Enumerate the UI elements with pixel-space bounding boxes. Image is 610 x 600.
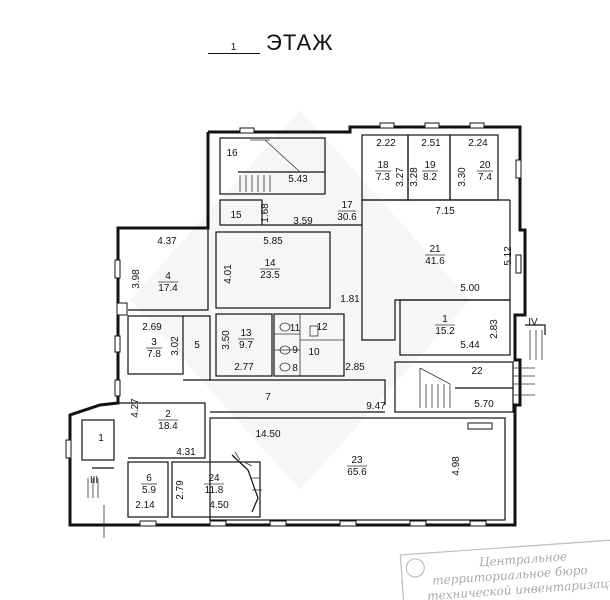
room-area: 15.2 — [435, 326, 455, 337]
dimension: 3.50 — [221, 330, 232, 350]
interior-walls — [81, 134, 514, 521]
room-id: 1 — [442, 314, 448, 325]
floor-number: 1 — [208, 42, 260, 54]
dimension: 3.59 — [293, 216, 313, 227]
dimension: 1.81 — [340, 294, 360, 305]
entrance-markers: IV III — [90, 317, 538, 486]
dimension: 4.37 — [157, 236, 177, 247]
dimension: 4.31 — [176, 447, 196, 458]
entrance-porch-east — [525, 324, 546, 360]
dimension: 3.02 — [170, 336, 181, 356]
inventory-stamp: Центральное территориальное бюро техниче… — [399, 538, 610, 600]
spiral-stair — [231, 451, 262, 513]
stamp-line-1: Центральное — [479, 549, 568, 569]
room-id: 19 — [424, 160, 436, 171]
dimension: 3.30 — [457, 167, 468, 187]
dimension: 4.01 — [223, 264, 234, 284]
room-area: 7.4 — [478, 172, 492, 183]
dimension: 5.43 — [288, 174, 308, 185]
room-area: 30.6 — [337, 212, 357, 223]
room-area: 9.7 — [239, 340, 253, 351]
room-area: 41.6 — [425, 256, 445, 267]
room-area: 11.8 — [205, 485, 224, 496]
room-id: 11 — [290, 323, 301, 334]
room-id: 3 — [151, 337, 157, 348]
entrance-iv: IV — [528, 317, 538, 328]
room-id: 13 — [240, 328, 252, 339]
room-id: 16 — [226, 148, 238, 159]
dimension: 4.27 — [130, 398, 141, 418]
dimension: 9.47 — [366, 401, 386, 412]
floor-word: ЭТАЖ — [266, 30, 334, 55]
room-area: 18.4 — [158, 421, 178, 432]
room-area: 65.6 — [347, 467, 367, 478]
dimension: 2.24 — [468, 138, 488, 149]
room-id: 23 — [351, 455, 363, 466]
dimension: 2.85 — [345, 362, 365, 373]
staircase-east — [419, 367, 535, 408]
room-id: 2 — [165, 409, 171, 420]
dimension: 7.15 — [435, 206, 455, 217]
room-id: 18 — [377, 160, 389, 171]
room-id: 15 — [230, 210, 242, 221]
room-id: 9 — [292, 345, 298, 356]
room-id: 24 — [208, 473, 220, 484]
room-id: 1 — [98, 433, 104, 444]
dimension: 2.14 — [135, 500, 155, 511]
room-id: 7 — [265, 392, 271, 403]
dimension: 2.22 — [376, 138, 396, 149]
dimension: 3.98 — [131, 269, 142, 289]
dimension: 2.69 — [142, 322, 162, 333]
dimension: 4.98 — [451, 456, 462, 476]
dimension: 4.50 — [209, 500, 229, 511]
staircase-north — [239, 139, 301, 192]
room-id: 10 — [308, 347, 320, 358]
room-id: 22 — [471, 366, 483, 377]
floor-title: 1 ЭТАЖ — [208, 30, 334, 56]
room-id: 14 — [264, 258, 276, 269]
entrance-porch-west — [87, 478, 105, 538]
room-id: 6 — [146, 473, 152, 484]
dimension: 2.51 — [421, 138, 441, 149]
room-labels: 16 15 17 30.6 18 7.3 19 8.2 20 7.4 21 41… — [98, 148, 493, 496]
room-area: 17.4 — [158, 283, 178, 294]
dimension: 5.00 — [460, 283, 480, 294]
room-id: 4 — [165, 271, 171, 282]
room-id: 17 — [341, 200, 353, 211]
dimension: 5.44 — [460, 340, 480, 351]
room-id: 5 — [194, 340, 200, 351]
dimension: 5.70 — [474, 399, 494, 410]
dimension: 2.77 — [234, 362, 254, 373]
entrance-iii: III — [90, 475, 98, 486]
room-area: 5.9 — [142, 485, 156, 496]
room-id: 8 — [292, 363, 298, 374]
room-id: 20 — [479, 160, 491, 171]
dimension: 14.50 — [255, 429, 280, 440]
dimension: 3.28 — [409, 167, 420, 187]
dimension: 5.85 — [263, 236, 283, 247]
windows — [65, 122, 522, 527]
room-area: 7.8 — [147, 349, 161, 360]
toilet-fixtures — [279, 322, 319, 372]
dimension: 5.12 — [503, 246, 514, 266]
room-id: 21 — [429, 244, 441, 255]
room-area: 7.3 — [376, 172, 390, 183]
dimension: 2.83 — [489, 319, 500, 339]
room-area: 23.5 — [260, 270, 280, 281]
dimension-labels: 2.22 2.51 2.24 5.43 3.27 3.28 3.30 1.68 … — [130, 138, 514, 511]
room-id: 12 — [316, 322, 328, 333]
dimension: 1.68 — [260, 203, 271, 223]
dimension: 2.79 — [175, 480, 186, 500]
room-area: 8.2 — [423, 172, 437, 183]
dimension: 3.27 — [395, 167, 406, 187]
